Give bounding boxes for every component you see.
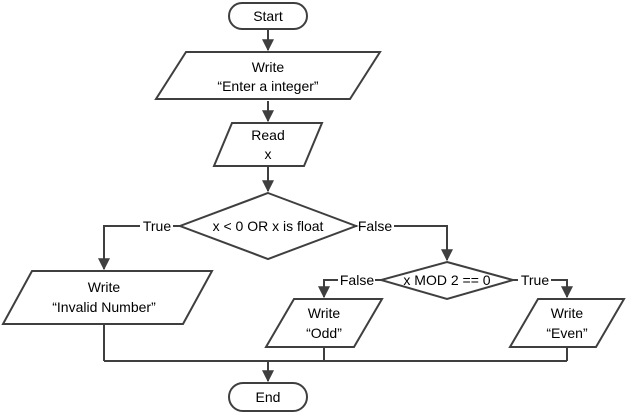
node-check-mod: x MOD 2 == 0 <box>377 260 517 301</box>
node-write-invalid: Write “Invalid Number” <box>1 270 214 325</box>
write-odd-line-2: “Odd” <box>306 325 342 341</box>
edge-label-valid-false: False <box>358 218 392 234</box>
node-write-odd: Write “Odd” <box>264 298 384 348</box>
write-invalid-line-1: Write <box>88 279 121 295</box>
check-mod-label: x MOD 2 == 0 <box>403 272 490 288</box>
node-check-valid: x < 0 OR x is float <box>177 191 359 261</box>
end-terminator <box>228 382 308 412</box>
node-end: End <box>228 382 308 412</box>
read-x-line-1: Read <box>251 127 284 143</box>
write-prompt-line-2: “Enter a integer” <box>217 78 318 94</box>
node-start: Start <box>228 2 308 30</box>
write-odd-line-1: Write <box>308 305 341 321</box>
check-valid-label: x < 0 OR x is float <box>213 218 324 234</box>
write-even-line-1: Write <box>551 305 584 321</box>
write-invalid-parallelogram <box>1 270 214 325</box>
end-label: End <box>256 389 281 405</box>
start-label: Start <box>253 8 283 24</box>
read-x-line-2: x <box>265 146 272 162</box>
write-prompt-parallelogram <box>154 51 382 100</box>
write-invalid-line-2: “Invalid Number” <box>52 299 156 315</box>
node-read-x: Read x <box>212 122 324 167</box>
node-write-prompt: Write “Enter a integer” <box>154 51 382 100</box>
edge-label-mod-true: True <box>521 272 549 288</box>
read-x-parallelogram <box>212 122 324 167</box>
start-terminator <box>228 2 308 30</box>
write-prompt-line-1: Write <box>252 59 285 75</box>
check-valid-diamond <box>177 191 359 261</box>
write-even-parallelogram <box>508 298 626 348</box>
write-odd-parallelogram <box>264 298 384 348</box>
check-mod-diamond <box>377 260 517 301</box>
edge-labels: True False False True <box>140 218 551 288</box>
write-even-line-2: “Even” <box>546 325 588 341</box>
edge-label-mod-false: False <box>340 272 374 288</box>
node-write-even: Write “Even” <box>508 298 626 348</box>
edge-label-valid-true: True <box>143 218 171 234</box>
